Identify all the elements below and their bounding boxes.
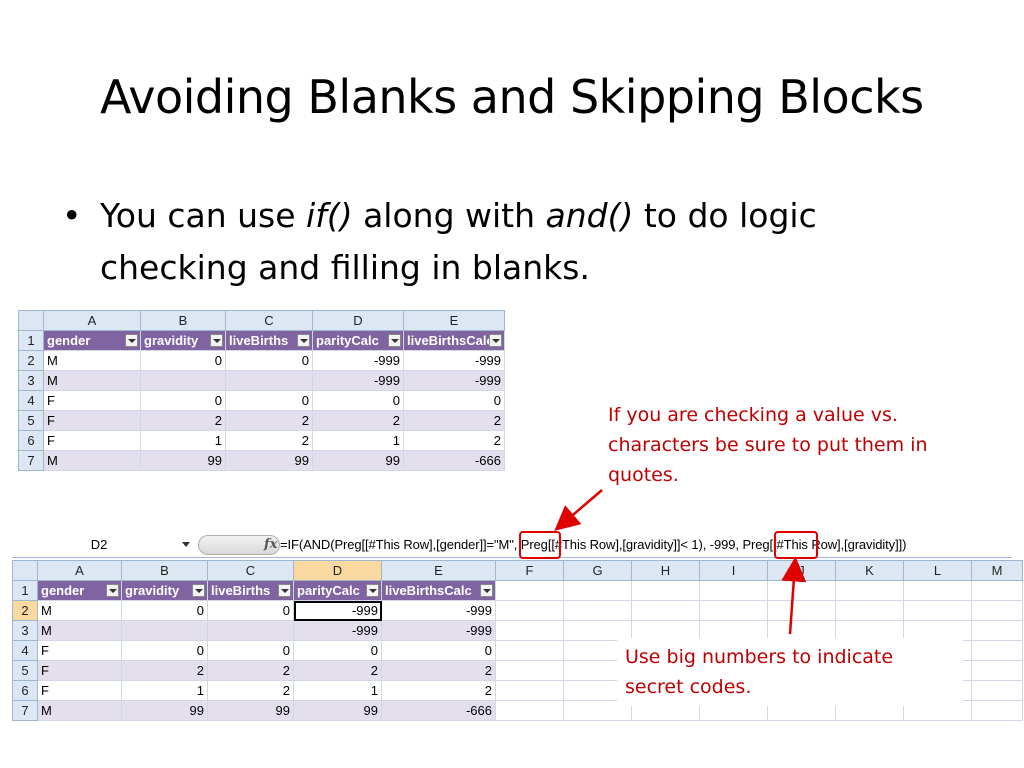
- column-header-a[interactable]: A: [37, 560, 122, 581]
- and-function: and(): [545, 196, 634, 235]
- filter-dropdown-icon[interactable]: [192, 584, 205, 597]
- table-cell[interactable]: 2: [293, 660, 382, 681]
- table-cell[interactable]: 2: [121, 660, 208, 681]
- header-cell[interactable]: parityCalc: [293, 580, 382, 601]
- bullet-text: You can use if() along with and() to do …: [100, 196, 817, 287]
- row-header[interactable]: 1: [12, 580, 38, 601]
- row-header[interactable]: 6: [18, 430, 44, 451]
- header-cell[interactable]: gender: [37, 580, 122, 601]
- column-header-b[interactable]: B: [121, 560, 208, 581]
- filter-dropdown-icon[interactable]: [489, 334, 502, 347]
- table-cell[interactable]: -666: [403, 450, 505, 471]
- table-cell[interactable]: 99: [293, 700, 382, 721]
- note-quotes: If you are checking a value vs. characte…: [608, 404, 928, 486]
- table-cell[interactable]: -999: [381, 620, 496, 641]
- table-cell[interactable]: [121, 620, 208, 641]
- empty-cell[interactable]: [971, 700, 1023, 721]
- table-cell[interactable]: -999: [403, 350, 505, 371]
- table-cell[interactable]: -999: [312, 370, 404, 391]
- note-secret-codes: Use big numbers to indicate secret codes…: [617, 638, 963, 706]
- spreadsheet-top: A B C D E 1 gender gravidity liveBirths …: [18, 310, 505, 471]
- table-cell[interactable]: -999: [381, 600, 496, 621]
- header-cell[interactable]: liveBirthsCalc: [381, 580, 496, 601]
- row-header[interactable]: 7: [12, 700, 38, 721]
- slide-title: Avoiding Blanks and Skipping Blocks: [100, 70, 924, 124]
- column-header-f[interactable]: F: [495, 560, 564, 581]
- select-all-corner[interactable]: [18, 310, 44, 331]
- filter-dropdown-icon[interactable]: [480, 584, 493, 597]
- column-header-l[interactable]: L: [903, 560, 972, 581]
- row-header[interactable]: 1: [18, 330, 44, 351]
- column-header-b[interactable]: B: [140, 310, 226, 331]
- header-cell[interactable]: gravidity: [140, 330, 226, 351]
- table-cell[interactable]: -666: [381, 700, 496, 721]
- header-cell[interactable]: liveBirths: [207, 580, 294, 601]
- row-header[interactable]: 3: [12, 620, 38, 641]
- table-cell[interactable]: M: [37, 700, 122, 721]
- row-header[interactable]: 7: [18, 450, 44, 471]
- formula-controls: [198, 535, 280, 555]
- header-cell[interactable]: liveBirths: [225, 330, 313, 351]
- formula-input[interactable]: =IF(AND(Preg[[#This Row],[gender]]="M", …: [280, 537, 907, 552]
- name-box[interactable]: D2: [90, 537, 108, 552]
- column-header-k[interactable]: K: [835, 560, 904, 581]
- row-header[interactable]: 5: [12, 660, 38, 681]
- arrow-to-quoted-m: [554, 489, 603, 531]
- table-cell[interactable]: M: [43, 450, 141, 471]
- row-header[interactable]: 4: [12, 640, 38, 661]
- filter-dropdown-icon[interactable]: [210, 334, 223, 347]
- table-cell[interactable]: M: [37, 620, 122, 641]
- table-cell[interactable]: 2: [403, 410, 505, 431]
- header-cell[interactable]: parityCalc: [312, 330, 404, 351]
- header-cell[interactable]: gravidity: [121, 580, 208, 601]
- table-cell[interactable]: 99: [207, 700, 294, 721]
- filter-dropdown-icon[interactable]: [106, 584, 119, 597]
- table-cell[interactable]: 2: [312, 410, 404, 431]
- filter-dropdown-icon[interactable]: [297, 334, 310, 347]
- bullet-dot: •: [62, 196, 82, 235]
- table-cell[interactable]: 99: [312, 450, 404, 471]
- column-header-e[interactable]: E: [381, 560, 496, 581]
- column-header-a[interactable]: A: [43, 310, 141, 331]
- table-cell[interactable]: F: [43, 410, 141, 431]
- table-header-row: 1 gender gravidity liveBirths parityCalc…: [18, 330, 505, 351]
- table-cell[interactable]: -999: [293, 620, 382, 641]
- column-header-c[interactable]: C: [225, 310, 313, 331]
- filter-dropdown-icon[interactable]: [366, 584, 379, 597]
- insert-function-icon[interactable]: fx: [264, 537, 278, 552]
- column-header-m[interactable]: M: [971, 560, 1023, 581]
- table-cell[interactable]: 99: [140, 450, 226, 471]
- table-cell[interactable]: 99: [121, 700, 208, 721]
- filter-dropdown-icon[interactable]: [125, 334, 138, 347]
- column-header-i[interactable]: I: [699, 560, 768, 581]
- row-header[interactable]: 6: [12, 680, 38, 701]
- highlight-quoted-m: [519, 531, 561, 559]
- formula-bar: D2 fx =IF(AND(Preg[[#This Row],[gender]]…: [12, 533, 1012, 558]
- header-cell[interactable]: liveBirthsCalc: [403, 330, 505, 351]
- table-cell[interactable]: 2: [225, 410, 313, 431]
- column-header-e[interactable]: E: [403, 310, 505, 331]
- table-header-row: 1 gender gravidity liveBirths parityCalc…: [12, 580, 1023, 601]
- filter-dropdown-icon[interactable]: [278, 584, 291, 597]
- arrow-to-minus-999: [781, 556, 807, 635]
- filter-dropdown-icon[interactable]: [388, 334, 401, 347]
- name-box-dropdown-icon[interactable]: [182, 542, 190, 547]
- select-all-corner[interactable]: [12, 560, 38, 581]
- column-header-h[interactable]: H: [631, 560, 700, 581]
- header-cell[interactable]: gender: [43, 330, 141, 351]
- if-function: if(): [306, 196, 353, 235]
- column-header-row: A B C D E: [18, 310, 505, 331]
